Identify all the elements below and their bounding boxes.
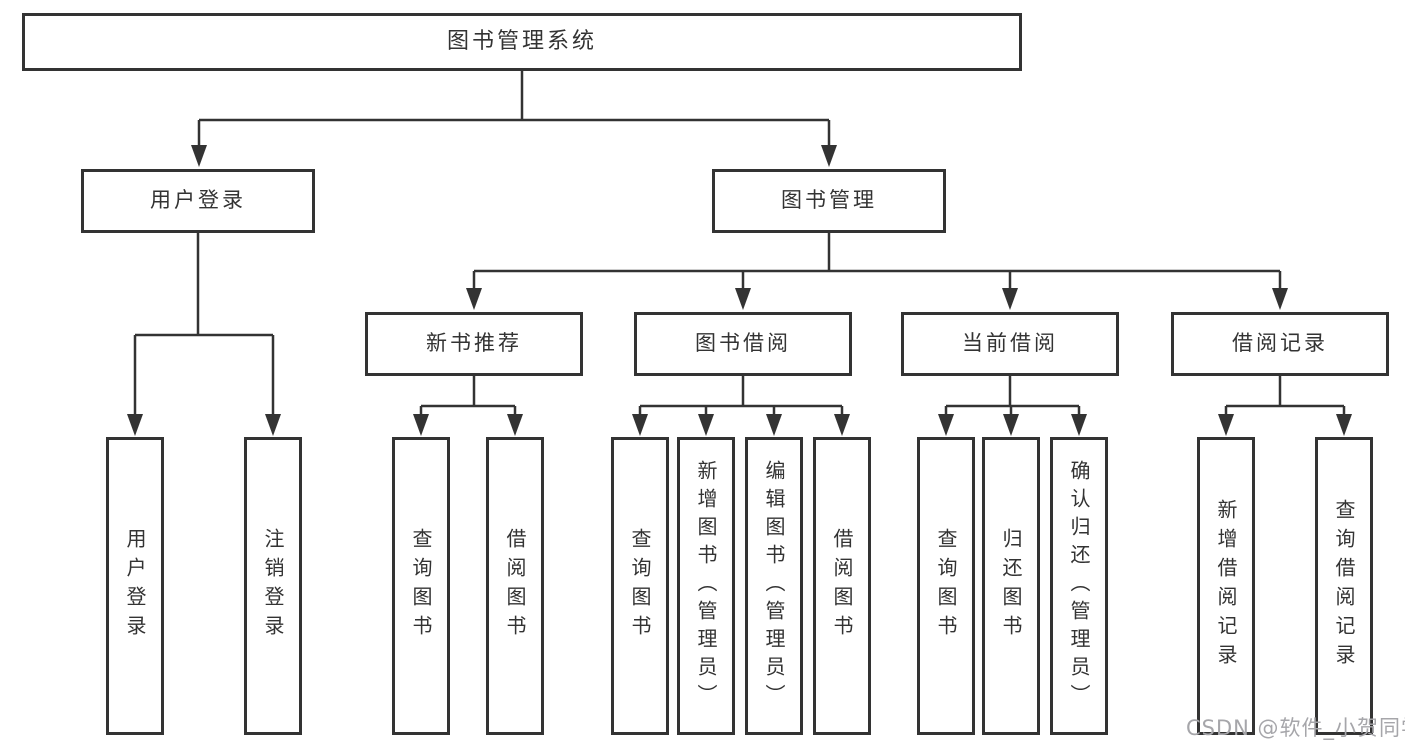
leaf-borrow-add-book-admin: 新增图书（管理员） bbox=[677, 437, 735, 735]
leaf-recommend-query-book: 查询图书 bbox=[392, 437, 450, 735]
connector-root-to-level2 bbox=[197, 71, 831, 146]
node-current-borrow: 当前借阅 bbox=[901, 312, 1119, 376]
csdn-watermark: CSDN @软件_小贺同学 bbox=[1186, 716, 1405, 740]
node-user-login: 用户登录 bbox=[81, 169, 315, 233]
leaf-borrow-edit-book-admin: 编辑图书（管理员） bbox=[745, 437, 803, 735]
leaf-recommend-borrow-book: 借阅图书 bbox=[486, 437, 544, 735]
leaf-current-confirm-return-admin: 确认归还（管理员） bbox=[1050, 437, 1108, 735]
node-new-book-recommend: 新书推荐 bbox=[365, 312, 583, 376]
node-borrow-record: 借阅记录 bbox=[1171, 312, 1389, 376]
leaf-current-query-book: 查询图书 bbox=[917, 437, 975, 735]
leaf-record-add: 新增借阅记录 bbox=[1197, 437, 1255, 735]
node-root-title: 图书管理系统 bbox=[22, 13, 1022, 71]
leaf-borrow-query-book: 查询图书 bbox=[611, 437, 669, 735]
connector-bookmgmt-to-level3 bbox=[472, 233, 1282, 289]
connector-newbook-to-leaves bbox=[419, 376, 517, 415]
connector-userlogin-to-leaves bbox=[133, 233, 275, 415]
connector-currentborrow-to-leaves bbox=[944, 376, 1081, 415]
leaf-user-login: 用户登录 bbox=[106, 437, 164, 735]
connector-record-to-leaves bbox=[1224, 376, 1346, 415]
node-book-borrow: 图书借阅 bbox=[634, 312, 852, 376]
leaf-current-return-book: 归还图书 bbox=[982, 437, 1040, 735]
leaf-borrow-borrow-book: 借阅图书 bbox=[813, 437, 871, 735]
node-book-management: 图书管理 bbox=[712, 169, 946, 233]
leaf-logout-login: 注销登录 bbox=[244, 437, 302, 735]
connector-bookborrow-to-leaves bbox=[638, 376, 844, 415]
leaf-record-query: 查询借阅记录 bbox=[1315, 437, 1373, 735]
